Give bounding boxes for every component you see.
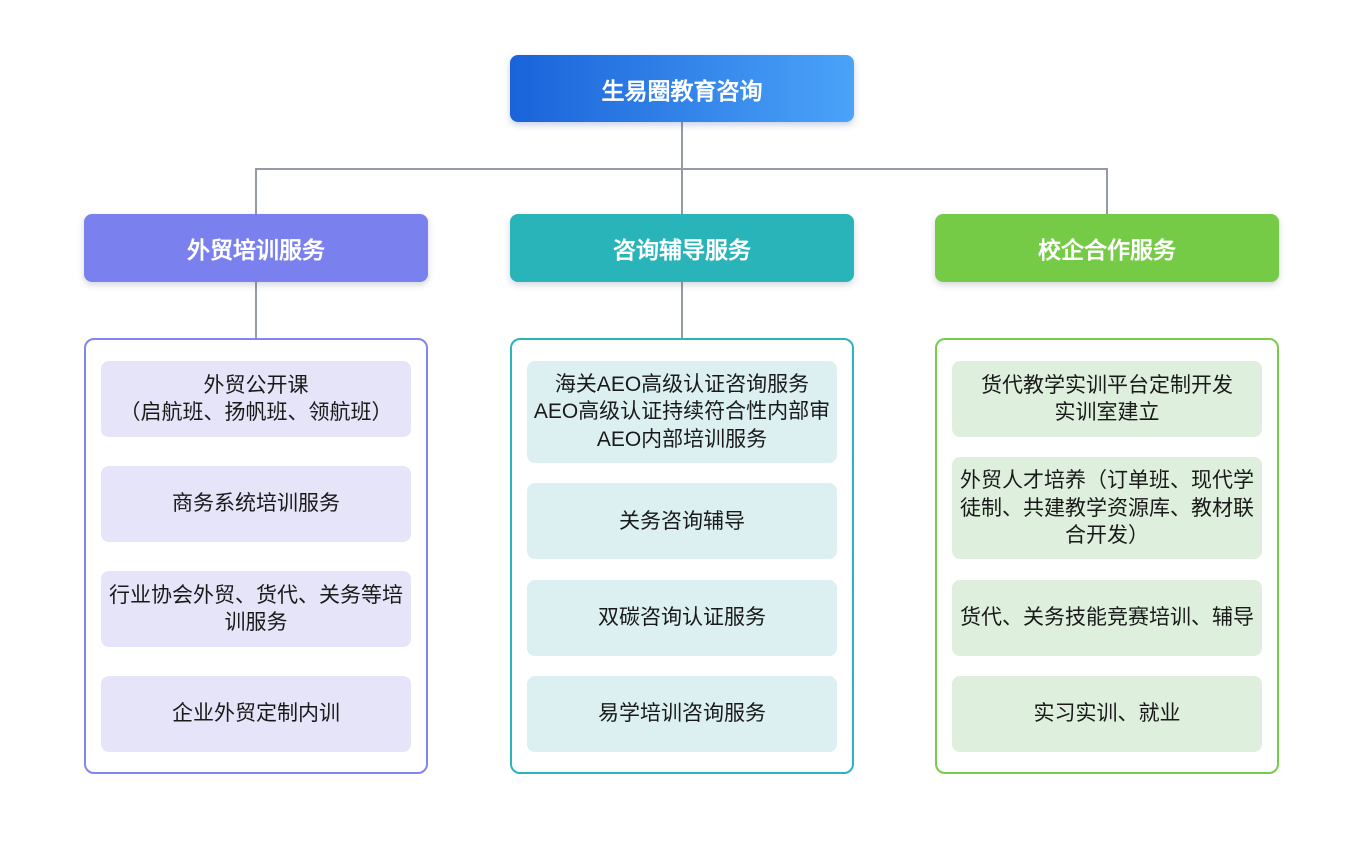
service-item-label: 商务系统培训服务: [172, 492, 340, 516]
service-item: 商务系统培训服务: [101, 466, 411, 542]
root-node: 生易圈教育咨询: [510, 55, 854, 122]
service-item: 企业外贸定制内训: [101, 676, 411, 752]
branch-header-label: 校企合作服务: [1038, 237, 1176, 263]
service-item-label: 行业协会外贸、货代、关务等培训服务: [109, 583, 403, 634]
service-item-label: 双碳咨询认证服务: [598, 605, 766, 629]
service-item-label: 外贸公开课 （启航班、扬帆班、领航班）: [119, 373, 393, 424]
service-item-label: 货代教学实训平台定制开发 实训室建立: [981, 373, 1233, 424]
connector-stub-middle: [681, 168, 683, 214]
service-item-label: 企业外贸定制内训: [172, 702, 340, 726]
service-item: 外贸人才培养（订单班、现代学徒制、共建教学资源库、教材联合开发）: [952, 457, 1262, 560]
service-item: 货代教学实训平台定制开发 实训室建立: [952, 361, 1262, 437]
service-item: 外贸公开课 （启航班、扬帆班、领航班）: [101, 361, 411, 437]
connector-root-drop: [681, 122, 683, 168]
branch-header-consulting: 咨询辅导服务: [510, 214, 854, 282]
service-item-label: 外贸人才培养（订单班、现代学徒制、共建教学资源库、教材联合开发）: [960, 469, 1254, 547]
branch-container-trade-training: 外贸公开课 （启航班、扬帆班、领航班） 商务系统培训服务 行业协会外贸、货代、关…: [84, 338, 428, 774]
service-item-label: 海关AEO高级认证咨询服务 AEO高级认证持续符合性内部审 AEO内部培训服务: [533, 373, 831, 451]
service-item: 关务咨询辅导: [527, 483, 837, 560]
service-item-label: 实习实训、就业: [1033, 702, 1181, 726]
service-item-label: 关务咨询辅导: [619, 509, 745, 533]
branch-header-label: 外贸培训服务: [187, 237, 325, 263]
service-item: 易学培训咨询服务: [527, 675, 837, 752]
branch-header-school-enterprise: 校企合作服务: [935, 214, 1279, 282]
connector-stub-left: [255, 168, 257, 214]
service-item: 实习实训、就业: [952, 675, 1262, 752]
connector-branch-middle: [681, 282, 683, 338]
service-item: 行业协会外贸、货代、关务等培训服务: [101, 571, 411, 647]
connector-branch-left: [255, 282, 257, 338]
branch-container-school-enterprise: 货代教学实训平台定制开发 实训室建立 外贸人才培养（订单班、现代学徒制、共建教学…: [935, 338, 1279, 774]
connector-stub-right: [1106, 168, 1108, 214]
service-item: 货代、关务技能竞赛培训、辅导: [952, 579, 1262, 656]
service-item-label: 易学培训咨询服务: [598, 702, 766, 726]
service-item: 海关AEO高级认证咨询服务 AEO高级认证持续符合性内部审 AEO内部培训服务: [527, 361, 837, 463]
service-item: 双碳咨询认证服务: [527, 579, 837, 656]
branch-header-label: 咨询辅导服务: [613, 237, 751, 263]
service-item-label: 货代、关务技能竞赛培训、辅导: [960, 605, 1254, 629]
root-node-label: 生易圈教育咨询: [601, 77, 763, 104]
branch-container-consulting: 海关AEO高级认证咨询服务 AEO高级认证持续符合性内部审 AEO内部培训服务 …: [510, 338, 854, 774]
branch-header-trade-training: 外贸培训服务: [84, 214, 428, 282]
